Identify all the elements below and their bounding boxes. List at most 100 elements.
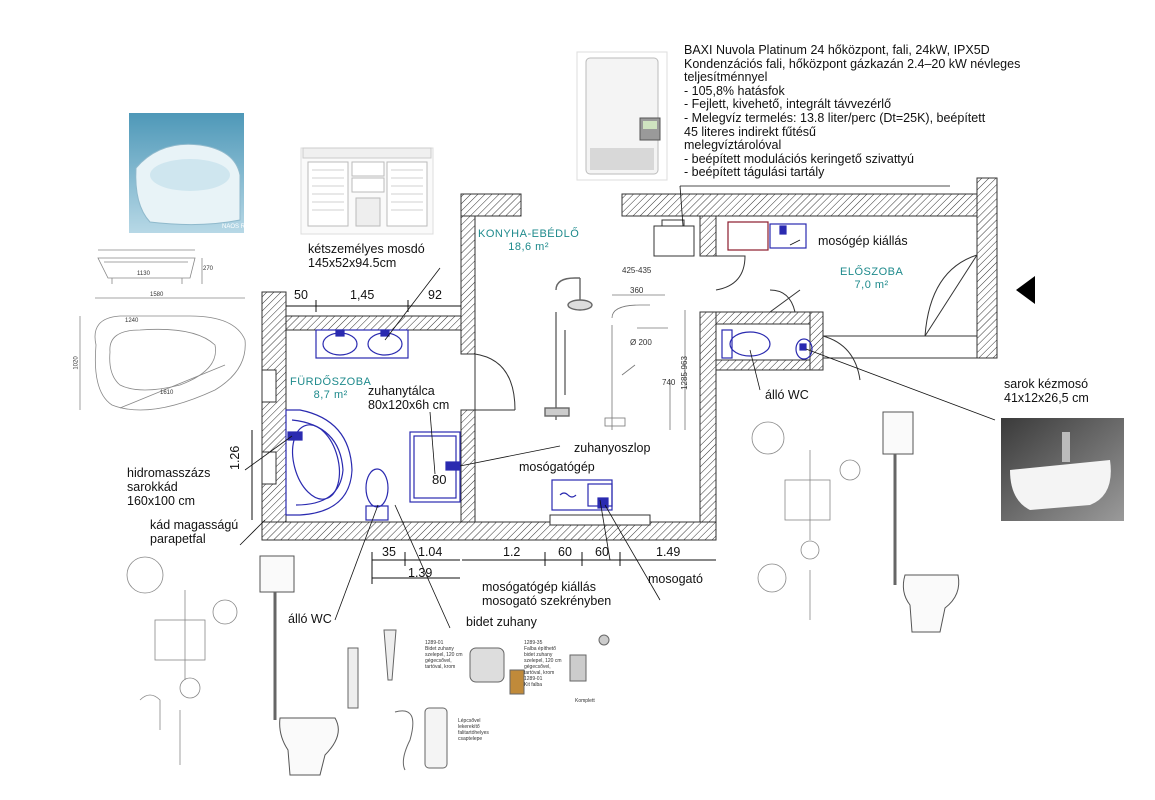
bidet-product-4: Lépcsővel lekerekítő falitartóhelyes csa… [458, 718, 489, 742]
double-washbasin [315, 329, 409, 359]
corner-handbasin [795, 338, 813, 360]
bathtub-label-2: sarokkád [127, 480, 178, 494]
leader-lines [239, 185, 996, 629]
room-bathroom: FÜRDŐSZOBA 8,7 m² [290, 376, 371, 402]
tub-dim-w3: 1130 [137, 271, 150, 277]
room-hall: ELŐSZOBA 7,0 m² [840, 266, 903, 292]
corner-sink-photo [1001, 418, 1124, 521]
boiler-line: - 105,8% hatásfok [684, 83, 785, 98]
dishwasher-outlet-label-1: mosógatógép kiállás [482, 580, 596, 594]
room-kitchen-area: 18,6 m² [508, 241, 550, 253]
washbasin-label-size: 145x52x94.5cm [308, 256, 397, 270]
tub-side-drawing [97, 249, 203, 284]
shower-column-photo [544, 277, 593, 420]
shower-dim-head: Ø 200 [630, 338, 652, 347]
dishwasher-unit [551, 479, 613, 511]
shower-column-label: zuhanyoszlop [574, 441, 651, 455]
dim-top-right: 92 [428, 288, 442, 302]
bidet-product-1-code: 1289-01 [425, 640, 444, 646]
bidet-product-2-code: 1289-35 [524, 640, 543, 646]
toilet-bathroom [365, 468, 389, 521]
dim-12: 1.2 [503, 545, 521, 559]
dishwasher-outlet-label-2: mosogató szekrényben [482, 594, 612, 608]
bidet-product-2-text2: Kit falba [524, 682, 543, 688]
boiler-photo [576, 51, 668, 181]
shower-tray-label-text: zuhanytálca [368, 384, 435, 398]
washbasin-label-text: kétszemélyes mosdó [308, 242, 425, 256]
bidet-shower-label: bidet zuhany [466, 615, 537, 629]
entrance-arrow [1016, 276, 1035, 304]
toilet-wc [721, 329, 771, 359]
tub-photo-caption: NAOS R [222, 224, 246, 230]
tub-dim-d1: 270 [203, 266, 214, 272]
dishwasher-label: mosógatógép [519, 460, 595, 474]
washing-machine-outlet [769, 223, 807, 249]
door-wc [822, 335, 861, 381]
parapet-label: kád magasságú parapetfal [150, 518, 238, 546]
room-hall-name: ELŐSZOBA [840, 266, 904, 278]
door-kitchen [474, 353, 516, 411]
shower-dim-h1: 1285-963 [679, 356, 689, 390]
bidet-product-2-text: Falba építhető bidet zuhany szelepel, 12… [524, 646, 562, 676]
bathtub-label-1: hidromasszázs [127, 466, 211, 480]
wc-right-label: álló WC [765, 388, 809, 402]
boiler-line: - beépített tágulási tartály [684, 165, 825, 180]
shower-column-drawing [604, 294, 686, 430]
washing-machine [727, 221, 769, 251]
tub-dim-h1: 1020 [73, 356, 80, 370]
boiler-description: BAXI Nuvola Platinum 24 hőközpont, fali,… [684, 43, 1021, 180]
dim-top-left: 50 [294, 288, 308, 302]
bidet-product-1-text: Bidet zuhany szelepel, 120 cm gégecsővel… [425, 646, 463, 670]
room-kitchen-name: KONYHA-EBÉDLŐ [478, 228, 580, 240]
shower-dim-top: 425-435 [622, 266, 652, 275]
parapet-label-1: kád magasságú [150, 518, 239, 532]
bidet-product-1: 1289-01 Bidet zuhany szelepel, 120 cm gé… [425, 640, 467, 670]
door-small [715, 255, 801, 313]
shower-tray [409, 431, 461, 503]
bathtub-label: hidromasszázs sarokkád 160x100 cm [127, 466, 210, 508]
tub-dim-w2: 1240 [125, 318, 139, 324]
room-bathroom-name: FÜRDŐSZOBA [290, 376, 372, 388]
dim-104: 1.04 [418, 545, 443, 559]
boiler-line: - Melegvíz termelés: 13.8 liter/perc (Dt… [684, 110, 986, 125]
shower-tray-label: zuhanytálca 80x120x6h cm [368, 384, 449, 412]
window-sink [549, 514, 651, 526]
corner-bathtub [285, 409, 353, 516]
boiler-line: melegvíztárolóval [684, 138, 782, 153]
bathtub-label-3: 160x100 cm [127, 494, 196, 508]
walls [261, 177, 998, 541]
washbasin-label: kétszemélyes mosdó 145x52x94.5cm [308, 242, 425, 270]
dim-top-mid: 1,45 [350, 288, 375, 302]
boiler-line: - Fejlett, kivehető, integrált távvezérl… [684, 97, 892, 112]
shower-dim-h2: 740 [662, 378, 676, 387]
door-hall [924, 254, 978, 337]
room-bathroom-area: 8,7 m² [313, 389, 348, 401]
parapet-label-2: parapetfal [150, 532, 206, 546]
corner-basin-label-size: 41x12x26,5 cm [1004, 391, 1089, 405]
boiler-line: teljesítménnyel [684, 70, 768, 85]
tub-dim-w1: 1580 [150, 292, 164, 298]
dim-60b: 60 [595, 545, 609, 559]
vanity-photo [300, 147, 434, 235]
shower-dim-mid: 360 [630, 286, 644, 295]
bidet-product-2: 1289-35 Falba építhető bidet zuhany szel… [524, 640, 564, 688]
bidet-product-3: Komplett [575, 698, 595, 704]
sink-label: mosogató [648, 572, 703, 586]
corner-basin-label-text: sarok kézmosó [1004, 377, 1089, 391]
tray-number: 80 [432, 472, 447, 487]
toilet-cistern-left [259, 555, 339, 776]
tub-dim-arc: 1610 [160, 390, 174, 396]
boiler-line: BAXI Nuvola Platinum 24 hőközpont, fali,… [684, 43, 990, 57]
boiler-line: - beépített modulációs keringető szivatt… [684, 151, 914, 166]
toilet-drawing-left [126, 556, 238, 765]
boiler-line: Kondenzációs fali, hőközpont gázkazán 2.… [684, 56, 1021, 71]
bidet-products [347, 629, 610, 771]
boiler-line: 45 literes indirekt fűtésű [684, 124, 817, 139]
bathtub-photo [129, 113, 244, 233]
wc-left-label: álló WC [288, 612, 332, 626]
window-bathroom [261, 369, 277, 485]
room-hall-area: 7,0 m² [854, 279, 889, 291]
toilet-drawing-right [751, 421, 861, 620]
dishwasher-outlet-label: mosógatógép kiállás mosogató szekrényben [482, 580, 611, 608]
shower-tray-label-size: 80x120x6h cm [368, 398, 450, 412]
